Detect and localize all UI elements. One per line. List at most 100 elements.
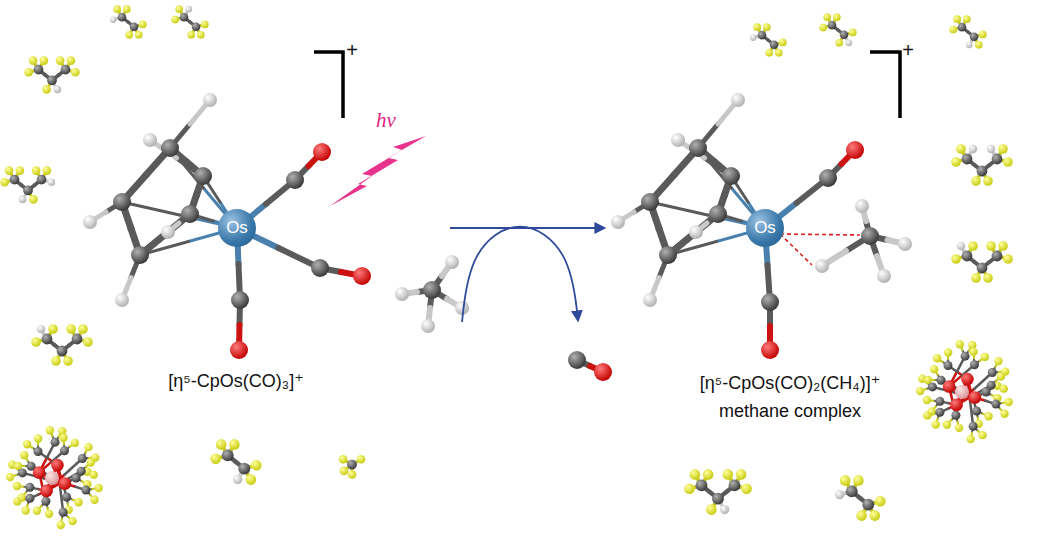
atom [994, 357, 1002, 365]
atom [81, 486, 90, 495]
atom [63, 356, 73, 366]
atom [961, 373, 974, 386]
atom-symbol: Os [226, 218, 248, 238]
atom [59, 508, 68, 517]
atom [423, 281, 441, 299]
atom [961, 352, 970, 361]
atom [723, 469, 734, 480]
annotations [314, 52, 900, 322]
atom [862, 499, 874, 511]
atom [238, 463, 250, 475]
atom [853, 475, 864, 486]
atom [118, 13, 127, 22]
atom [988, 368, 997, 377]
atom [71, 68, 80, 77]
atom [60, 446, 69, 455]
light-label: hν [376, 108, 396, 133]
atom [231, 291, 249, 309]
atom [970, 360, 979, 369]
atom [42, 334, 53, 345]
atom [421, 319, 435, 333]
atom [963, 15, 971, 23]
bonds [5, 9, 1009, 525]
atom [641, 193, 659, 211]
atom [932, 420, 940, 428]
atom [957, 242, 965, 250]
atom [741, 483, 752, 494]
atom [251, 460, 262, 471]
atom [135, 31, 143, 39]
atom [877, 269, 891, 283]
atom [33, 466, 46, 479]
atom [194, 167, 212, 185]
atom [13, 482, 21, 490]
charge-bracket [314, 52, 343, 118]
atom [933, 354, 941, 362]
agostic-interaction [780, 234, 812, 265]
atom [192, 22, 201, 31]
atom [33, 447, 42, 456]
atom [10, 175, 20, 185]
osmium-atom: Os [218, 209, 256, 247]
atom [977, 166, 988, 177]
atom [311, 259, 329, 277]
atom [969, 422, 978, 431]
atom [978, 431, 986, 439]
complex-name: methane complex [719, 401, 861, 422]
charge-sign: + [902, 39, 914, 62]
atom [955, 385, 969, 399]
atom [59, 434, 67, 442]
atom [835, 39, 843, 47]
atom [233, 475, 242, 484]
atom [57, 346, 68, 357]
atom [758, 31, 767, 40]
atom [201, 21, 209, 29]
atom [928, 382, 937, 391]
atom [568, 351, 586, 369]
atom [998, 144, 1008, 154]
atom [395, 287, 409, 301]
atom [34, 434, 42, 442]
atom [216, 439, 227, 450]
atom [729, 479, 741, 491]
atom [72, 334, 83, 345]
charge-sign: + [346, 39, 358, 62]
atom [23, 440, 31, 448]
atom [67, 56, 76, 65]
atom [840, 475, 851, 486]
atom [971, 176, 981, 186]
atom [956, 340, 964, 348]
atom [203, 93, 217, 107]
atom [313, 143, 331, 161]
agostic-interaction [780, 234, 860, 235]
atom [95, 484, 103, 492]
atom [992, 154, 1003, 165]
atom [68, 517, 76, 525]
atom [1005, 398, 1013, 406]
atom [143, 133, 157, 147]
atom [348, 470, 357, 479]
atom [969, 348, 977, 356]
atom [750, 34, 757, 41]
atom [720, 505, 729, 514]
atom [48, 324, 58, 334]
atom [286, 171, 304, 189]
atom [40, 485, 53, 498]
atom [819, 24, 827, 32]
atom [835, 490, 844, 499]
atom [29, 195, 38, 204]
atom [856, 510, 867, 521]
atom [763, 23, 771, 31]
atom [246, 474, 257, 485]
atom [643, 293, 657, 307]
atom [991, 400, 1000, 409]
atom [770, 40, 779, 49]
atom [845, 39, 852, 46]
atom [1000, 384, 1008, 392]
atom [175, 5, 183, 13]
atom [971, 273, 981, 283]
complex-formula: [η⁵-CpOs(CO)₃]⁺ [168, 370, 303, 392]
atom [690, 469, 701, 480]
atom [57, 521, 65, 529]
atom [977, 263, 988, 274]
